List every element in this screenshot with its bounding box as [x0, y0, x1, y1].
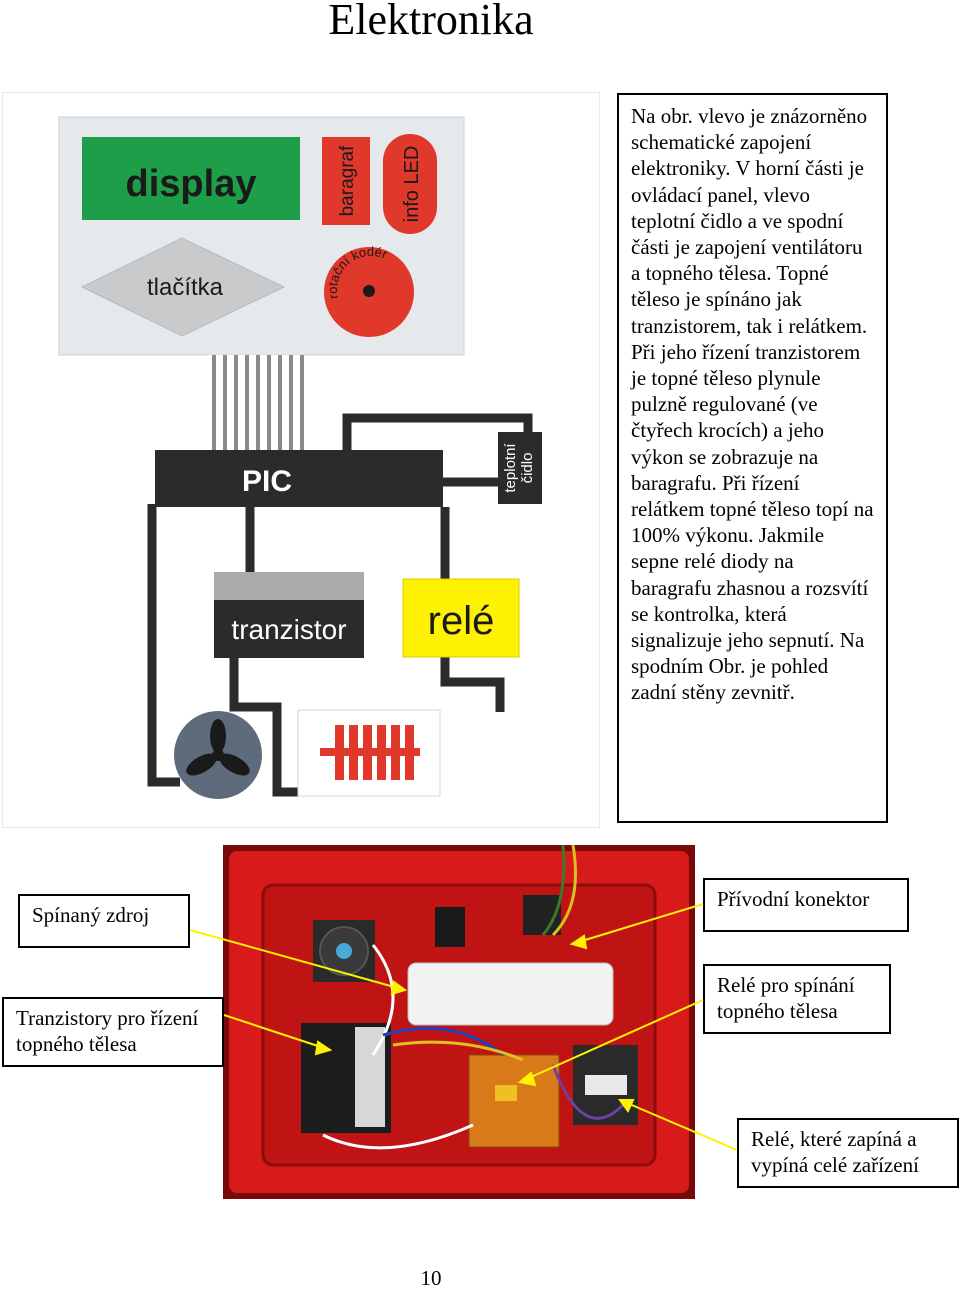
heater-icon	[320, 725, 420, 780]
ribbon-cable	[207, 355, 305, 450]
pic-block	[155, 450, 443, 507]
baragraf-label: baragraf	[337, 145, 358, 216]
label-heater-transistors: Tranzistory pro řízení topného tělesa	[2, 997, 224, 1067]
buttons-label: tlačítka	[147, 274, 224, 301]
buttons-block	[80, 237, 286, 337]
label-main-relay: Relé, které zapíná a vypíná celé zařízen…	[737, 1118, 959, 1188]
info-led-block	[383, 134, 437, 234]
rotary-encoder-knob	[363, 285, 375, 297]
relay-block	[402, 578, 520, 658]
pic-label: PIC	[242, 465, 292, 498]
info-led-label: info LED	[401, 146, 423, 223]
relay-label: relé	[428, 599, 495, 643]
display-label: display	[126, 163, 257, 205]
display-block	[82, 137, 300, 220]
temp-sensor-label-1: teplotní	[502, 443, 519, 493]
page-number: 10	[420, 1266, 442, 1290]
baragraf-block	[322, 137, 370, 225]
fan-blades	[186, 719, 250, 776]
label-switching-power-supply: Spínaný zdroj	[18, 894, 190, 948]
page-title: Elektronika	[328, 0, 534, 44]
label-heater-relay: Relé pro spínání topného tělesa	[703, 964, 891, 1034]
transistor-block	[214, 600, 364, 658]
temp-sensor-block	[498, 432, 542, 504]
photo-power-supply	[407, 962, 614, 1026]
electronics-schematic: display baragraf info LED tlačítka rotač…	[2, 92, 600, 828]
interior-photo	[223, 845, 695, 1199]
transistor-label: tranzistor	[231, 614, 346, 645]
description-box: Na obr. vlevo je znázorněno schematické …	[617, 93, 888, 823]
label-power-connector: Přívodní konektor	[703, 878, 909, 932]
transistor-tab	[214, 572, 364, 600]
temp-sensor-label-2: čidlo	[519, 453, 536, 484]
description-text: Na obr. vlevo je znázorněno schematické …	[631, 104, 874, 705]
